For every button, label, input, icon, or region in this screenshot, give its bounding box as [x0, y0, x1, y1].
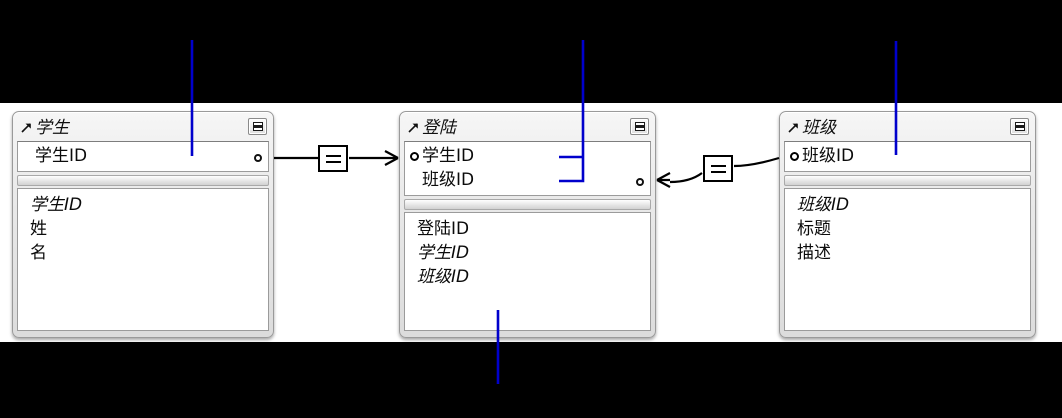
diagonal-arrow-icon: [787, 121, 800, 135]
relation-anchor-dot[interactable]: [254, 154, 262, 162]
table-title-login: 登陆: [422, 118, 456, 138]
window-list-icon-class[interactable]: [1010, 118, 1029, 135]
key-field-box-class[interactable]: 班级ID: [784, 141, 1031, 172]
relationship-operator-student-login[interactable]: [318, 145, 348, 172]
field-item[interactable]: 姓: [30, 219, 47, 239]
table-title-bar-login[interactable]: 登陆: [404, 115, 651, 141]
key-field-row[interactable]: 学生ID: [22, 144, 264, 168]
field-item[interactable]: 描述: [797, 243, 831, 263]
key-field-label: 班级ID: [802, 145, 855, 166]
field-list-student[interactable]: 学生ID 姓 名: [17, 188, 269, 331]
field-item[interactable]: 登陆ID: [417, 219, 470, 239]
primary-key-bullet-icon: [23, 152, 32, 161]
field-item[interactable]: 学生ID: [30, 195, 83, 215]
table-title-bar-class[interactable]: 班级: [784, 115, 1031, 141]
key-field-row[interactable]: 班级ID: [789, 144, 1026, 168]
field-item[interactable]: 班级ID: [417, 267, 470, 287]
section-divider: [404, 199, 651, 210]
primary-key-bullet-icon: [410, 151, 419, 161]
table-title-class: 班级: [802, 118, 836, 138]
window-list-icon-student[interactable]: [248, 118, 267, 135]
table-box-login[interactable]: 登陆 学生ID 班级ID 登陆ID 学生ID 班级ID: [399, 111, 656, 338]
section-divider: [784, 175, 1031, 186]
field-item[interactable]: 学生ID: [417, 243, 470, 263]
key-field-label: 学生ID: [422, 145, 475, 166]
field-list-class[interactable]: 班级ID 标题 描述: [784, 188, 1031, 331]
key-field-box-login[interactable]: 学生ID 班级ID: [404, 141, 651, 196]
relationship-operator-login-class[interactable]: [703, 155, 733, 182]
table-box-student[interactable]: 学生 学生ID 学生ID 姓 名: [12, 111, 274, 338]
diagonal-arrow-icon: [407, 121, 420, 135]
key-field-row[interactable]: 班级ID: [409, 168, 646, 192]
key-bullet-placeholder: [410, 176, 419, 185]
diagonal-arrow-icon: [20, 121, 33, 135]
section-divider: [17, 175, 269, 186]
key-field-box-student[interactable]: 学生ID: [17, 141, 269, 172]
relation-anchor-dot[interactable]: [636, 178, 644, 186]
table-title-bar-student[interactable]: 学生: [17, 115, 269, 141]
field-list-login[interactable]: 登陆ID 学生ID 班级ID: [404, 212, 651, 331]
key-field-label: 班级ID: [422, 169, 475, 190]
table-title-student: 学生: [35, 118, 69, 138]
window-list-icon-login[interactable]: [630, 118, 649, 135]
key-field-label: 学生ID: [35, 145, 88, 166]
table-box-class[interactable]: 班级 班级ID 班级ID 标题 描述: [779, 111, 1036, 338]
field-item[interactable]: 班级ID: [797, 195, 850, 215]
primary-key-bullet-icon: [790, 151, 799, 161]
field-item[interactable]: 标题: [797, 219, 831, 239]
field-item[interactable]: 名: [30, 243, 47, 263]
key-field-row[interactable]: 学生ID: [409, 144, 646, 168]
